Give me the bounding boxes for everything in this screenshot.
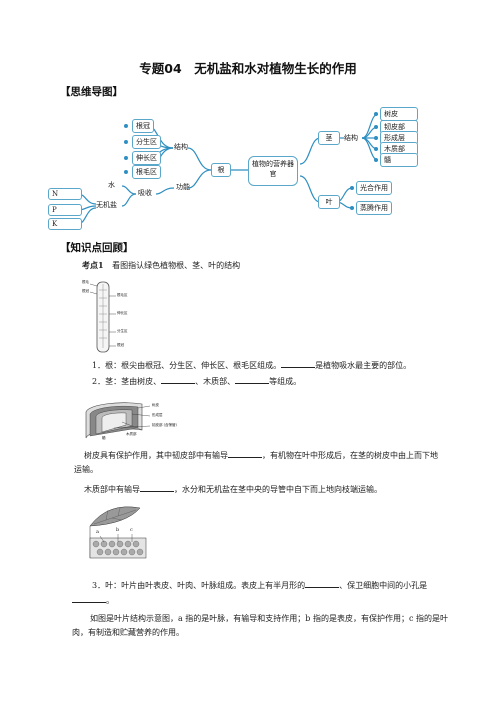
stem-figure-label: 木质部: [126, 432, 137, 436]
mindmap-root-part: 根冠: [132, 119, 154, 133]
mindmap-leaf-function: 蒸腾作用: [356, 201, 392, 215]
blank[interactable]: [281, 358, 316, 368]
mindmap-stem-part: 树皮: [380, 107, 418, 121]
point1-label: 考点1: [82, 260, 104, 270]
root-figure-label: 分生区: [117, 329, 128, 333]
leaf-structure-figure: a b c: [82, 502, 152, 562]
q1-text-a: 1．根：根尖由根冠、分生区、伸长区、根毛区组成。: [92, 361, 282, 370]
leaf-figure-label: b: [116, 527, 120, 533]
xylem-text-a: 木质部中有输导: [84, 485, 140, 494]
root-figure-label: 根毛区: [117, 293, 128, 297]
mindmap-root-part: 分生区: [132, 135, 161, 149]
mindmap-minerals: 无机盐: [96, 201, 117, 209]
q3-text-b: 、保卫细胞中间的小孔是: [339, 581, 428, 590]
mindmap-stem-node: 茎: [318, 131, 340, 145]
mindmap-absorb: 吸收: [138, 189, 152, 197]
page-title: 专题04 无机盐和水对植物生长的作用: [139, 61, 357, 76]
stem-figure-label: 形成层: [152, 413, 163, 417]
question-1: 1．根：根尖由根冠、分生区、伸长区、根毛区组成。 是植物吸水最主要的部位。: [92, 358, 442, 373]
point1-line: 考点1 看图指认绿色植物根、茎、叶的结构: [82, 258, 240, 273]
stem-cross-section-figure: 树皮 形成层 木质部 韧皮部 (含筛管) 髓: [82, 398, 182, 444]
root-figure-label: 伸长区: [117, 311, 128, 315]
mindmap-root-function: 功能: [176, 183, 190, 191]
q2-text-a: 2．茎：茎由树皮、: [92, 377, 162, 386]
review-header: 【知识点回顾】: [60, 242, 134, 254]
mindmap-stem-part: 髓: [380, 153, 418, 167]
blank[interactable]: [228, 448, 262, 458]
mindmap-root-structure: 结构: [174, 143, 188, 151]
q3-text-c: 。: [106, 596, 114, 605]
xylem-paragraph: 木质部中有输导 ，水分和无机盐在茎中央的导管中自下而上地向枝端运输。: [84, 482, 444, 497]
blank[interactable]: [140, 482, 174, 492]
root-tip-figure: 根毛 根冠 根毛区 伸长区 分生区 根冠: [82, 280, 152, 356]
q2-text-c: 等组成。: [269, 377, 302, 386]
q2-text-b: 、木质部、: [195, 377, 236, 386]
blank[interactable]: [235, 374, 270, 384]
mindmap-center: 植物的营养器官: [248, 156, 298, 186]
question-3: 3．叶：叶片由叶表皮、叶肉、叶脉组成。表皮上有半月形的 、保卫细胞中间的小孔是。: [72, 578, 444, 608]
mindmap-leaf-node: 叶: [318, 195, 340, 209]
question-2: 2．茎：茎由树皮、 、木质部、 等组成。: [92, 374, 442, 389]
mindmap-water: 水: [108, 181, 115, 189]
blank[interactable]: [161, 374, 196, 384]
mindmap-nutrient: N: [48, 188, 82, 200]
mindmap-header: 【思维导图】: [60, 86, 123, 98]
leaf-figure-label: c: [130, 527, 133, 533]
leaf-figure-label: a: [96, 529, 99, 535]
blank[interactable]: [72, 593, 106, 603]
root-figure-label: 根冠: [82, 289, 89, 293]
mindmap-nutrient: K: [48, 218, 82, 230]
xylem-text-b: ，水分和无机盐在茎中央的导管中自下而上地向枝端运输。: [174, 485, 382, 494]
q3-text-a: 3．叶：叶片由叶表皮、叶肉、叶脉组成。表皮上有半月形的: [92, 581, 306, 590]
bark-paragraph: 树皮具有保护作用，其中韧皮部中有输导，有机物在叶中形成后，在茎的树皮中由上而下地…: [74, 448, 444, 477]
stem-figure-label: 树皮: [152, 403, 159, 407]
mindmap-stem-structure: 结构: [344, 134, 358, 142]
root-figure-label: 根冠: [117, 343, 124, 347]
mindmap-nutrient: P: [48, 204, 82, 216]
bark-text-a: 树皮具有保护作用，其中韧皮部中有输导: [84, 451, 228, 460]
leaf-text: 如图是叶片结构示意图，a 指的是叶脉，有输导和支持作用；b 指的是表皮，有保护作…: [72, 614, 448, 637]
q1-text-b: 是植物吸水最主要的部位。: [315, 361, 412, 370]
leaf-paragraph: 如图是叶片结构示意图，a 指的是叶脉，有输导和支持作用；b 指的是表皮，有保护作…: [72, 612, 448, 640]
mind-map: 植物的营养器官 根 结构 功能 根冠 分生区 伸长区 根毛区 吸收 水 无机盐 …: [48, 104, 448, 232]
mindmap-root-part: 根毛区: [132, 165, 161, 179]
point1-text: 看图指认绿色植物根、茎、叶的结构: [112, 261, 241, 270]
stem-figure-label: 韧皮部 (含筛管): [152, 423, 177, 427]
mindmap-leaf-function: 光合作用: [356, 181, 392, 195]
mindmap-root-node: 根: [211, 163, 231, 177]
stem-figure-label: 髓: [102, 436, 106, 440]
root-figure-label: 根毛: [82, 280, 89, 284]
mindmap-root-part: 伸长区: [132, 151, 161, 165]
bark-text-b: ，有机物在叶中形成后，在茎的树皮中由上而下地运输。: [74, 451, 438, 474]
blank[interactable]: [305, 578, 340, 588]
